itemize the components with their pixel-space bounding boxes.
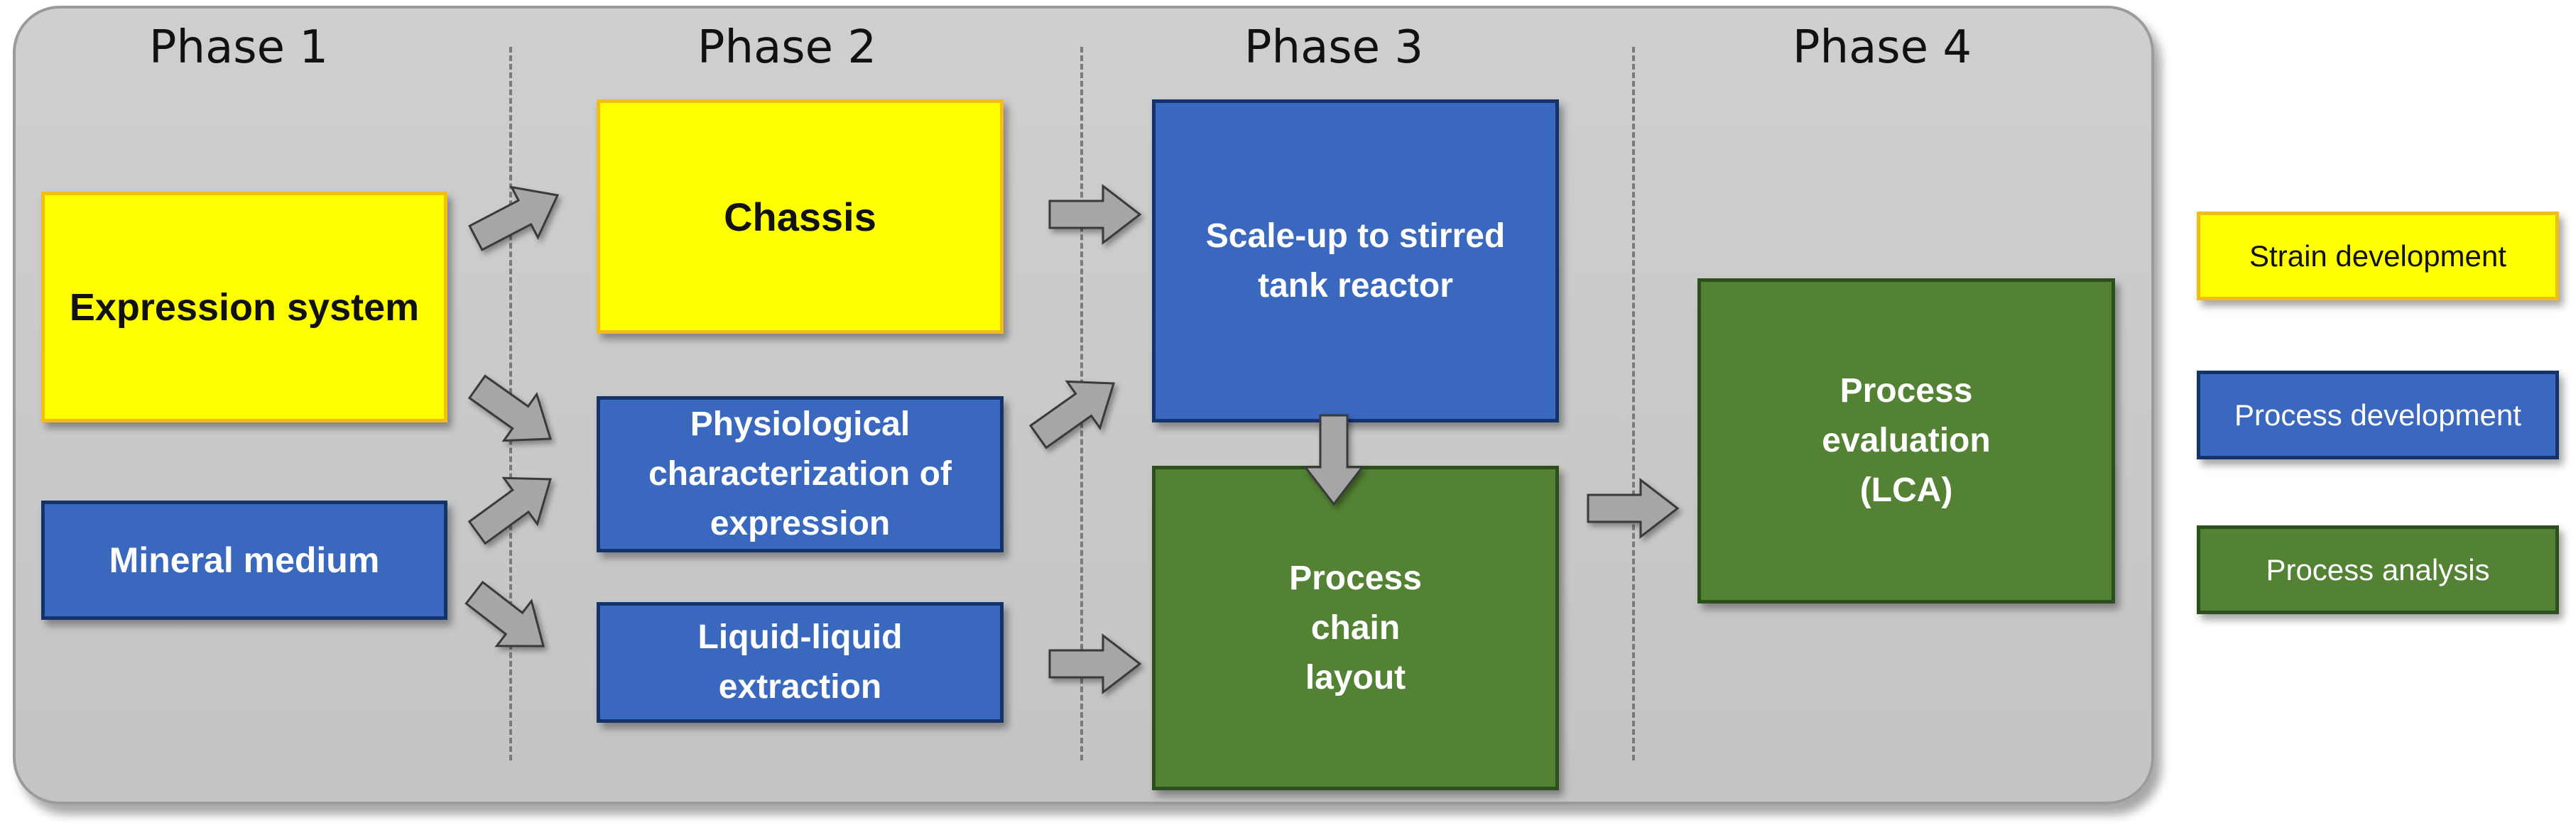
arrow-process-chain-to-evaluation [1587, 477, 1680, 540]
physiological-characterization-box: Physiological characterization of expres… [597, 396, 1004, 552]
legend-process-analysis-label: Process analysis [2266, 552, 2490, 586]
legend-strain-development: Strain development [2197, 212, 2559, 300]
physiological-label-line-1: Physiological [690, 405, 911, 443]
chassis-label: Chassis [724, 194, 876, 239]
process-chain-label-line-2: chain [1310, 608, 1401, 647]
scale-up-label-line-2: tank reactor [1258, 266, 1453, 305]
mineral-medium-box: Mineral medium [41, 501, 447, 620]
phase-2-label: Phase 2 [697, 21, 877, 74]
evaluation-label-line-2: evaluation [1822, 422, 1991, 459]
legend-process-development-label: Process development [2234, 398, 2521, 432]
evaluation-label-line-1: Process [1839, 372, 1973, 410]
phase-separator [1632, 47, 1635, 760]
arrow-medium-to-extraction [464, 580, 545, 648]
physiological-label-line-3: expression [710, 505, 891, 542]
phase-4-label: Phase 4 [1792, 21, 1972, 74]
legend-strain-development-label: Strain development [2249, 239, 2506, 273]
arrow-scaleup-to-process-chain [1303, 414, 1365, 506]
arrow-physiological-to-scaleup [1028, 380, 1116, 449]
arrow-expression-to-physiological [467, 374, 553, 442]
expression-system-box: Expression system [41, 192, 447, 422]
process-chain-label-line-3: layout [1305, 658, 1406, 697]
scale-up-box: Scale-up to stirred tank reactor [1152, 99, 1559, 422]
arrow-extraction-to-process-chain [1048, 633, 1142, 695]
legend-process-development: Process development [2197, 371, 2559, 459]
legend-process-analysis: Process analysis [2197, 525, 2559, 614]
phase-3-label: Phase 3 [1244, 21, 1424, 74]
extraction-label-line-2: extraction [718, 668, 882, 706]
extraction-label-line-1: Liquid-liquid [697, 618, 903, 656]
liquid-liquid-extraction-box: Liquid-liquid extraction [597, 602, 1004, 723]
process-chain-layout-box: Process chain layout [1152, 466, 1559, 790]
arrow-chassis-to-scaleup [1048, 183, 1142, 246]
arrow-medium-to-physiological [467, 476, 552, 545]
process-evaluation-box: Process evaluation (LCA) [1697, 278, 2115, 604]
expression-system-label: Expression system [69, 285, 420, 329]
phase-1-label: Phase 1 [148, 21, 329, 74]
process-chain-label-line-1: Process [1289, 559, 1422, 597]
physiological-label-line-2: characterization of [648, 455, 952, 493]
mineral-medium-label: Mineral medium [109, 540, 380, 580]
arrow-expression-to-chassis [468, 185, 560, 251]
chassis-box: Chassis [597, 99, 1004, 334]
scale-up-label-line-1: Scale-up to stirred [1205, 217, 1506, 255]
evaluation-label-line-3: (LCA) [1859, 471, 1953, 509]
